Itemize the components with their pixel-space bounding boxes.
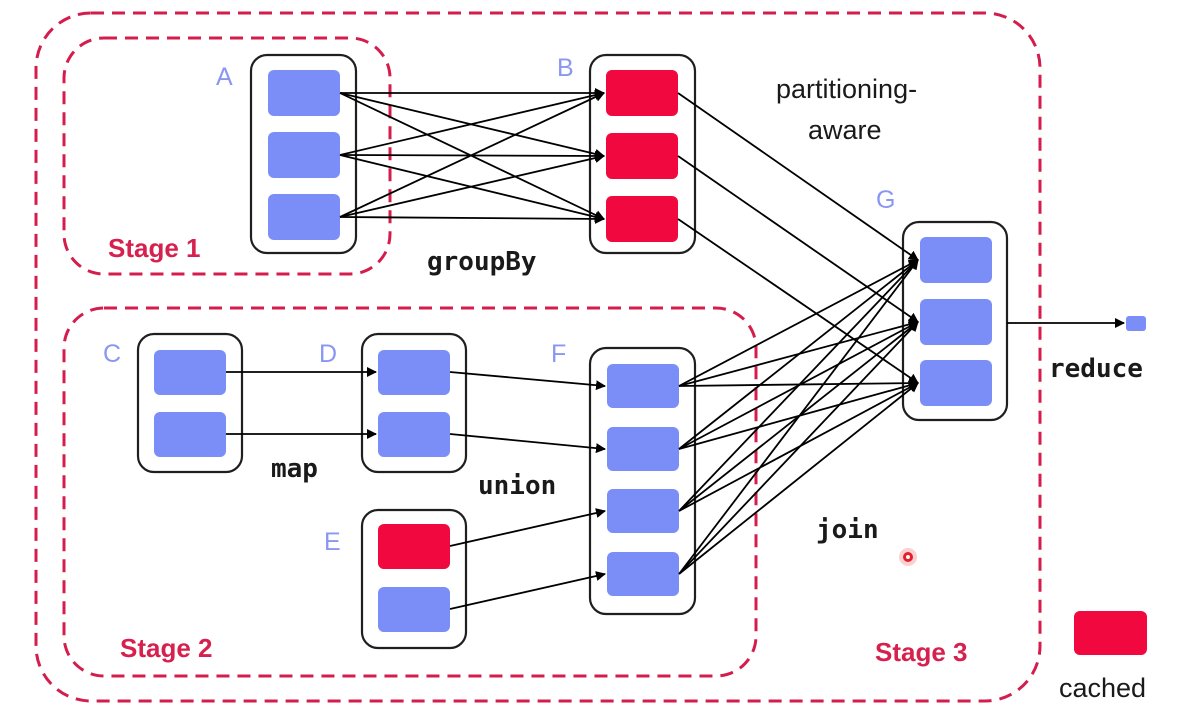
stage-1-label: Stage 1 [108, 233, 201, 263]
partition-c2 [154, 412, 226, 457]
partition-e2 [378, 587, 450, 632]
partition-f1 [607, 364, 679, 408]
rdd-label-e: E [324, 528, 341, 556]
edge-b1-g1 [677, 92, 919, 261]
partition-g2 [920, 299, 992, 345]
partition-a3 [268, 194, 340, 240]
partition-d2 [378, 412, 450, 457]
partitioning-aware-line2: aware [808, 115, 882, 145]
partition-a1 [268, 70, 340, 116]
edge-a3-b3 [339, 213, 605, 224]
edge-f3-g1 [678, 259, 919, 512]
rdd-label-a: A [216, 63, 233, 91]
edge-a3-b2 [339, 153, 605, 218]
edge-f4-g1 [678, 259, 919, 575]
edge-a2-b1 [339, 90, 605, 156]
legend-cached-swatch [1074, 611, 1147, 655]
rdd-label-f: F [551, 340, 566, 368]
partition-g3 [920, 360, 992, 406]
edge-f2-g1 [678, 259, 919, 450]
edge-b3-g3 [677, 218, 919, 384]
edge-f1-g1 [678, 259, 919, 387]
edge-f4-g3 [678, 382, 919, 575]
op-label-map: map [271, 454, 318, 484]
dependency-edges [226, 88, 1125, 610]
op-label-join: join [816, 515, 879, 545]
edge-b2-g2 [677, 155, 919, 323]
stage-2-label: Stage 2 [120, 633, 213, 663]
edge-d1-f1 [449, 371, 606, 391]
reduce-result-partition [1126, 316, 1146, 331]
legend-cached-label: cached [1059, 673, 1146, 703]
partition-b1-cached [606, 70, 678, 116]
partition-g1 [920, 237, 992, 283]
stage-2-boundary [62, 306, 758, 678]
rdd-label-d: D [319, 340, 337, 368]
edge-d2-f2 [449, 433, 606, 454]
partition-a2 [268, 132, 340, 178]
rdd-label-g: G [876, 186, 895, 214]
partition-b2-cached [606, 133, 678, 179]
edge-f4-g2 [678, 321, 919, 575]
stage-3-boundary [34, 11, 1042, 703]
op-label-groupby: groupBy [427, 247, 537, 277]
partitioning-aware-line1: partitioning- [776, 74, 917, 104]
op-label-union: union [478, 471, 556, 501]
stage-3-label: Stage 3 [875, 637, 968, 667]
partition-e1-cached [378, 524, 450, 569]
partition-c1 [154, 350, 226, 395]
partition-f2 [607, 427, 679, 471]
cursor-indicator-icon [899, 548, 917, 566]
partition-b3-cached [606, 196, 678, 242]
rdd-f [588, 346, 697, 616]
edge-e2-f4 [449, 571, 606, 610]
edge-e1-f3 [449, 508, 606, 547]
op-label-reduce: reduce [1049, 354, 1143, 384]
edge-a3-b1 [339, 92, 605, 218]
rdd-label-b: B [557, 54, 574, 82]
partition-d1 [378, 350, 450, 395]
partition-f4 [607, 552, 679, 596]
rdd-label-c: C [103, 340, 121, 368]
partition-f3 [607, 489, 679, 533]
